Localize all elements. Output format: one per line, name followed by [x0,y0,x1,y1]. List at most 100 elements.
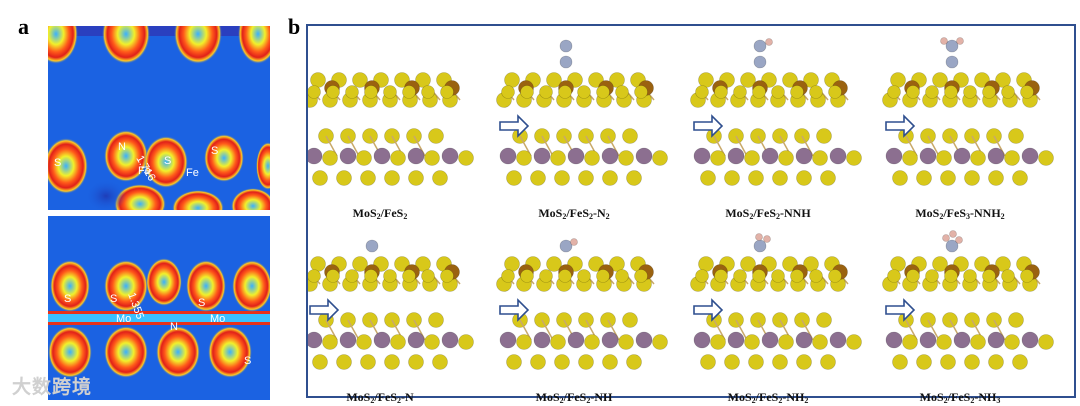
molybdenum-atom [308,332,322,348]
molybdenum-atom [762,332,778,348]
sulfur-atom [964,270,977,283]
molybdenum-atom [988,332,1004,348]
molybdenum-atom [442,332,458,348]
hydrogen-atom [756,234,763,241]
sulfur-atom [425,335,440,350]
nitrogen-atom [946,40,958,52]
nitrogen-atom [560,56,572,68]
sulfur-atom [505,73,520,88]
sulfur-atom [429,129,444,144]
molybdenum-atom [988,148,1004,164]
sulfur-atom [971,151,986,166]
sulfur-atom [725,171,740,186]
nitrogen-atom [946,56,958,68]
sulfur-atom [891,73,906,88]
sulfur-atom [903,335,918,350]
sulfur-atom [346,270,359,283]
sulfur-atom [817,129,832,144]
sulfur-atom [521,86,534,99]
sulfur-atom [459,335,474,350]
caption-text: /FeS [948,390,971,404]
sulfur-atom [505,257,520,272]
sulfur-atom [540,270,553,283]
molybdenum-atom [568,148,584,164]
sulfur-atom [422,86,435,99]
caption-text: MoS [728,390,752,404]
sulfur-atom [821,355,836,370]
sulfur-atom [627,171,642,186]
sulfur-atom [734,86,747,99]
sulfur-atom [311,73,326,88]
sulfur-atom [361,171,376,186]
sulfur-atom [1013,171,1028,186]
nitrogen-atom [754,56,766,68]
sulfur-atom [391,151,406,166]
molybdenum-atom [830,148,846,164]
label-n: N [170,321,178,333]
caption-text: /FeS [566,206,589,220]
caption-text: -N [593,206,606,220]
sulfur-atom [619,151,634,166]
sulfur-atom [391,335,406,350]
sulfur-atom [715,270,728,283]
molybdenum-atom [920,332,936,348]
caption-text: /FeS [753,206,776,220]
sulfur-atom [507,171,522,186]
sulfur-atom [711,151,726,166]
sulfur-atom [429,313,444,328]
sulfur-atom [749,355,764,370]
sulfur-atom [540,86,553,99]
sulfur-atom [409,171,424,186]
sulfur-atom [555,355,570,370]
caption-text: -NNH [970,206,1001,220]
sulfur-atom [459,151,474,166]
sulfur-atom [810,270,823,283]
sulfur-atom [422,270,435,283]
sulfur-atom [1039,151,1054,166]
sulfur-atom [337,355,352,370]
nitrogen-atom [754,240,766,252]
hydrogen-atom [764,236,771,243]
nitrogen-atom [560,240,572,252]
molybdenum-atom [568,332,584,348]
sulfur-atom [623,129,638,144]
sulfur-atom [635,86,648,99]
sulfur-atom [945,270,958,283]
sulfur-atom [699,257,714,272]
sulfur-atom [1039,335,1054,350]
structure-caption: MoS2/FeS3-NNH2 [915,206,1004,221]
caption-text: MoS [538,206,562,220]
structure-caption: MoS2/FeS2-NNH [725,206,810,221]
nitrogen-atom [560,40,572,52]
molybdenum-atom [636,148,652,164]
panel-a-letter: a [18,14,29,40]
label-mo: Mo [210,313,225,325]
sulfur-atom [603,355,618,370]
molybdenum-atom [500,148,516,164]
sulfur-atom [579,171,594,186]
structure-caption: MoS2/FeS2-NH2 [728,390,809,405]
sulfur-atom [937,151,952,166]
sulfur-atom [1005,151,1020,166]
sulfur-atom [1009,129,1024,144]
sulfur-atom [433,355,448,370]
sulfur-atom [888,270,901,283]
sulfur-atom [597,270,610,283]
molybdenum-atom [954,148,970,164]
sulfur-atom [696,270,709,283]
sulfur-atom [917,171,932,186]
label-fe: Fe [186,167,199,179]
caption-text: MoS [353,206,377,220]
sulfur-atom [989,355,1004,370]
molybdenum-atom [636,332,652,348]
sulfur-atom [425,151,440,166]
sulfur-atom [531,171,546,186]
sulfur-atom [346,86,359,99]
sulfur-atom [337,171,352,186]
caption-text: -NH [782,390,804,404]
sulfur-atom [385,171,400,186]
caption-subscript: 2 [804,396,808,405]
molybdenum-atom [694,148,710,164]
sulfur-atom [1021,86,1034,99]
molybdenum-atom [374,332,390,348]
